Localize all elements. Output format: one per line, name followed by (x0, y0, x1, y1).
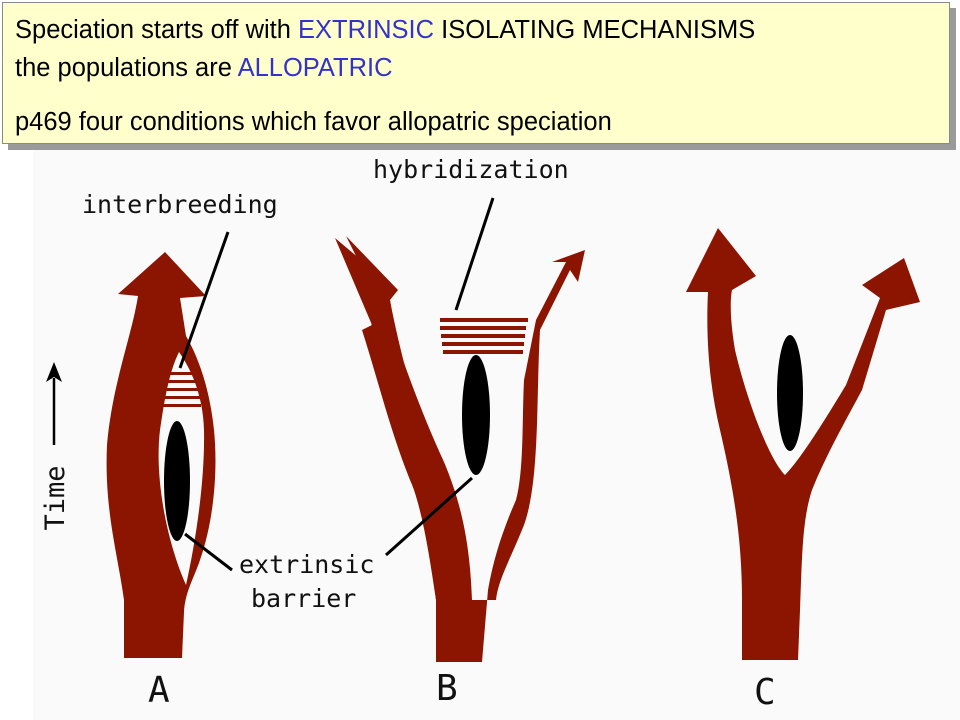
panel-b-trunk (346, 236, 585, 662)
hybridization-line (440, 318, 528, 322)
barrier-label: barrier (251, 584, 356, 613)
title-text: Speciation starts off with (15, 16, 299, 44)
interbreeding-line (158, 380, 200, 383)
interbreeding-line (156, 396, 201, 399)
hybridization-line (441, 334, 525, 338)
highlight-extrinsic: EXTRINSIC (298, 16, 435, 44)
title-line-2: the populations are ALLOPATRIC (15, 49, 939, 87)
panel-a-barrier (164, 421, 190, 541)
panel-c-inner-gap (760, 300, 856, 468)
hybridization-line (443, 350, 523, 354)
title-line-3: p469 four conditions which favor allopat… (15, 108, 612, 136)
interbreeding-lines (156, 372, 201, 407)
title-line-1: Speciation starts off with EXTRINSIC ISO… (15, 11, 939, 49)
barrier-a-pointer (184, 532, 233, 572)
hybridization-label: hybridization (373, 155, 569, 184)
title-text: the populations are (15, 54, 238, 82)
interbreeding-pointer (178, 231, 230, 369)
time-axis: Time (40, 362, 71, 531)
panel-b-left-branch (335, 238, 472, 600)
extrinsic-label: extrinsic (239, 550, 374, 579)
hybridization-lines (440, 318, 528, 354)
time-label: Time (40, 465, 71, 530)
panel-c-branches (686, 228, 920, 660)
panel-c-gap (760, 300, 856, 468)
interbreeding-line (157, 404, 201, 407)
panel-a-label: A (148, 670, 170, 711)
hybridization-line (442, 342, 524, 346)
title-box: Speciation starts off with EXTRINSIC ISO… (2, 2, 950, 144)
interbreeding-line (160, 372, 200, 375)
highlight-allopatric: ALLOPATRIC (237, 54, 393, 82)
barrier-b-pointer (384, 476, 474, 557)
panel-c-barrier (777, 335, 803, 451)
title-text: ISOLATING MECHANISMS (434, 16, 756, 44)
interbreeding-line (157, 388, 201, 391)
pointer-lines (178, 197, 495, 572)
panel-c-label: C (754, 672, 776, 713)
up-arrow-icon-head (46, 362, 62, 382)
panel-a-gap (156, 352, 205, 585)
hybridization-pointer (454, 197, 495, 311)
interbreeding-label: interbreeding (82, 190, 278, 219)
panel-b-barrier (462, 355, 490, 475)
panel-c-trunk (686, 228, 920, 660)
panel-b-label: B (436, 668, 458, 709)
hybridization-line (440, 326, 526, 330)
